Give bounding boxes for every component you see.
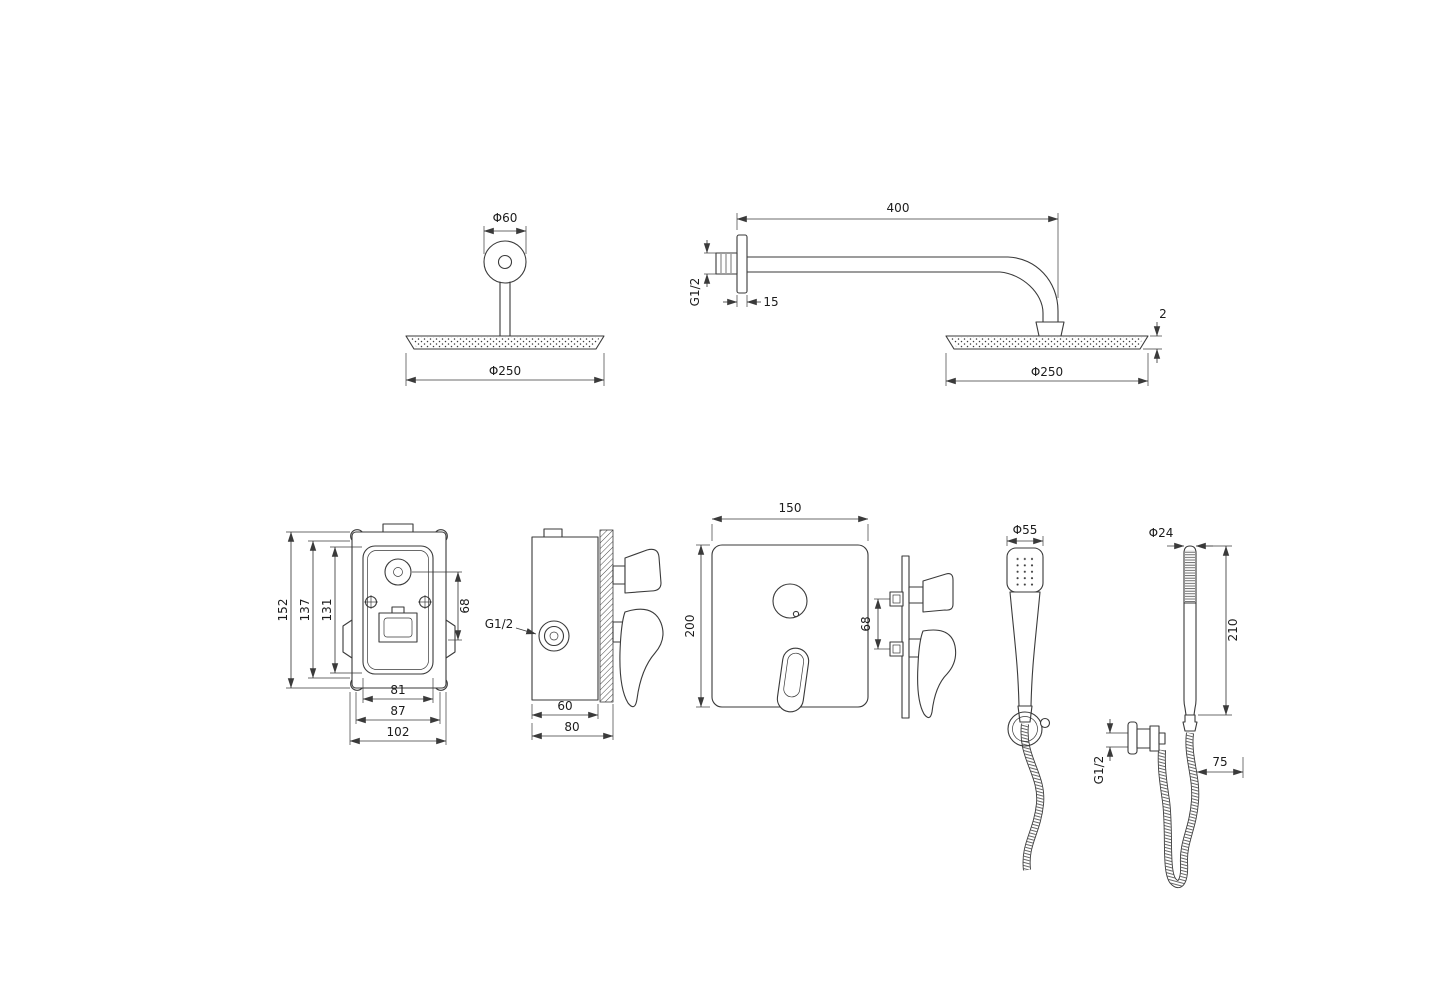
wall-section-hatch: [599, 529, 614, 703]
dim-wand-length: 210: [1226, 619, 1240, 642]
valve-cartridge-window: [378, 612, 418, 643]
diverter-knob-profile: [624, 548, 662, 594]
lever-handle-profile: [619, 608, 664, 708]
dim-valve-height-flange: 137: [298, 599, 312, 622]
hand-shower-handle: [1009, 591, 1041, 707]
lever-handle-front: [776, 647, 810, 713]
outlet-flange: [1127, 721, 1138, 755]
holder-ring: [1007, 711, 1043, 747]
outlet-nut: [1149, 725, 1160, 752]
figure-hand-shower-side: Φ24 210 G1/2 75: [1092, 526, 1244, 888]
dim-port-spacing: 68: [458, 598, 472, 613]
dim-wand-diameter: Φ24: [1149, 526, 1174, 540]
figure-valve-body-side: G1/2 60 80: [485, 528, 664, 740]
dim-head-diameter-front: Φ250: [489, 364, 521, 378]
dim-trim-height: 200: [683, 615, 697, 638]
shower-hose-side: [1158, 732, 1199, 888]
dim-outlet-thread: G1/2: [1092, 756, 1106, 785]
shower-arm-inner: [746, 271, 1044, 323]
holder-knuckle: [1039, 717, 1051, 729]
dim-handshower-head-diameter: Φ55: [1013, 523, 1038, 537]
wand-connector: [1182, 714, 1198, 732]
side-tab-left: [342, 619, 353, 659]
dim-valve-width-outer: 102: [387, 725, 410, 739]
figure-rain-shower-front: Φ60 Φ250: [405, 211, 605, 386]
dim-flange-depth: 15: [763, 295, 778, 309]
figure-trim-plate-front: 150 200: [683, 501, 869, 713]
figure-trim-plate-side: 68: [859, 555, 957, 719]
dim-arm-length: 400: [887, 201, 910, 215]
dim-valve-height-outer: 152: [276, 599, 290, 622]
figure-shower-arm-side: 400 G1/2 15 2 Φ250: [688, 201, 1167, 386]
wall-flange-front: [483, 240, 527, 284]
dim-wall-thread: G1/2: [688, 278, 702, 307]
valve-top-tab: [382, 523, 414, 533]
shower-arm-outer: [746, 256, 1059, 323]
dim-flange-diameter: Φ60: [493, 211, 518, 225]
dim-handle-spacing: 68: [859, 616, 873, 631]
trim-plate-edge: [901, 555, 910, 719]
diverter-button: [772, 583, 808, 619]
wall-plate-side: [736, 234, 748, 294]
dim-trim-width: 150: [779, 501, 802, 515]
inlet-port: [538, 620, 570, 652]
shower-hose: [1021, 723, 1044, 871]
dim-valve-depth-outer: 80: [564, 720, 579, 734]
outlet-body: [1136, 728, 1151, 749]
thread-nipple: [715, 252, 738, 275]
dim-valve-depth-box: 60: [557, 699, 572, 713]
diverter-knob-side: [922, 573, 954, 613]
dim-head-diameter-side: Φ250: [1031, 365, 1063, 379]
dim-valve-width-flange: 87: [390, 704, 405, 718]
figure-valve-body-front: 152 137 131 68 81 87 102: [276, 523, 472, 745]
side-tab-right: [445, 619, 456, 659]
dim-outlet-offset: 75: [1212, 755, 1227, 769]
arm-connector-nut: [1035, 321, 1065, 337]
lever-handle-side: [917, 629, 957, 719]
dim-head-thickness: 2: [1159, 307, 1167, 321]
handle-connector: [1017, 705, 1033, 723]
dim-valve-height-box: 131: [320, 599, 334, 622]
figure-hand-shower-front: Φ55: [1006, 523, 1051, 871]
dim-valve-width-box: 81: [390, 683, 405, 697]
top-port: [384, 558, 412, 586]
dim-inlet-thread: G1/2: [485, 617, 514, 631]
valve-box-side: [531, 536, 599, 701]
